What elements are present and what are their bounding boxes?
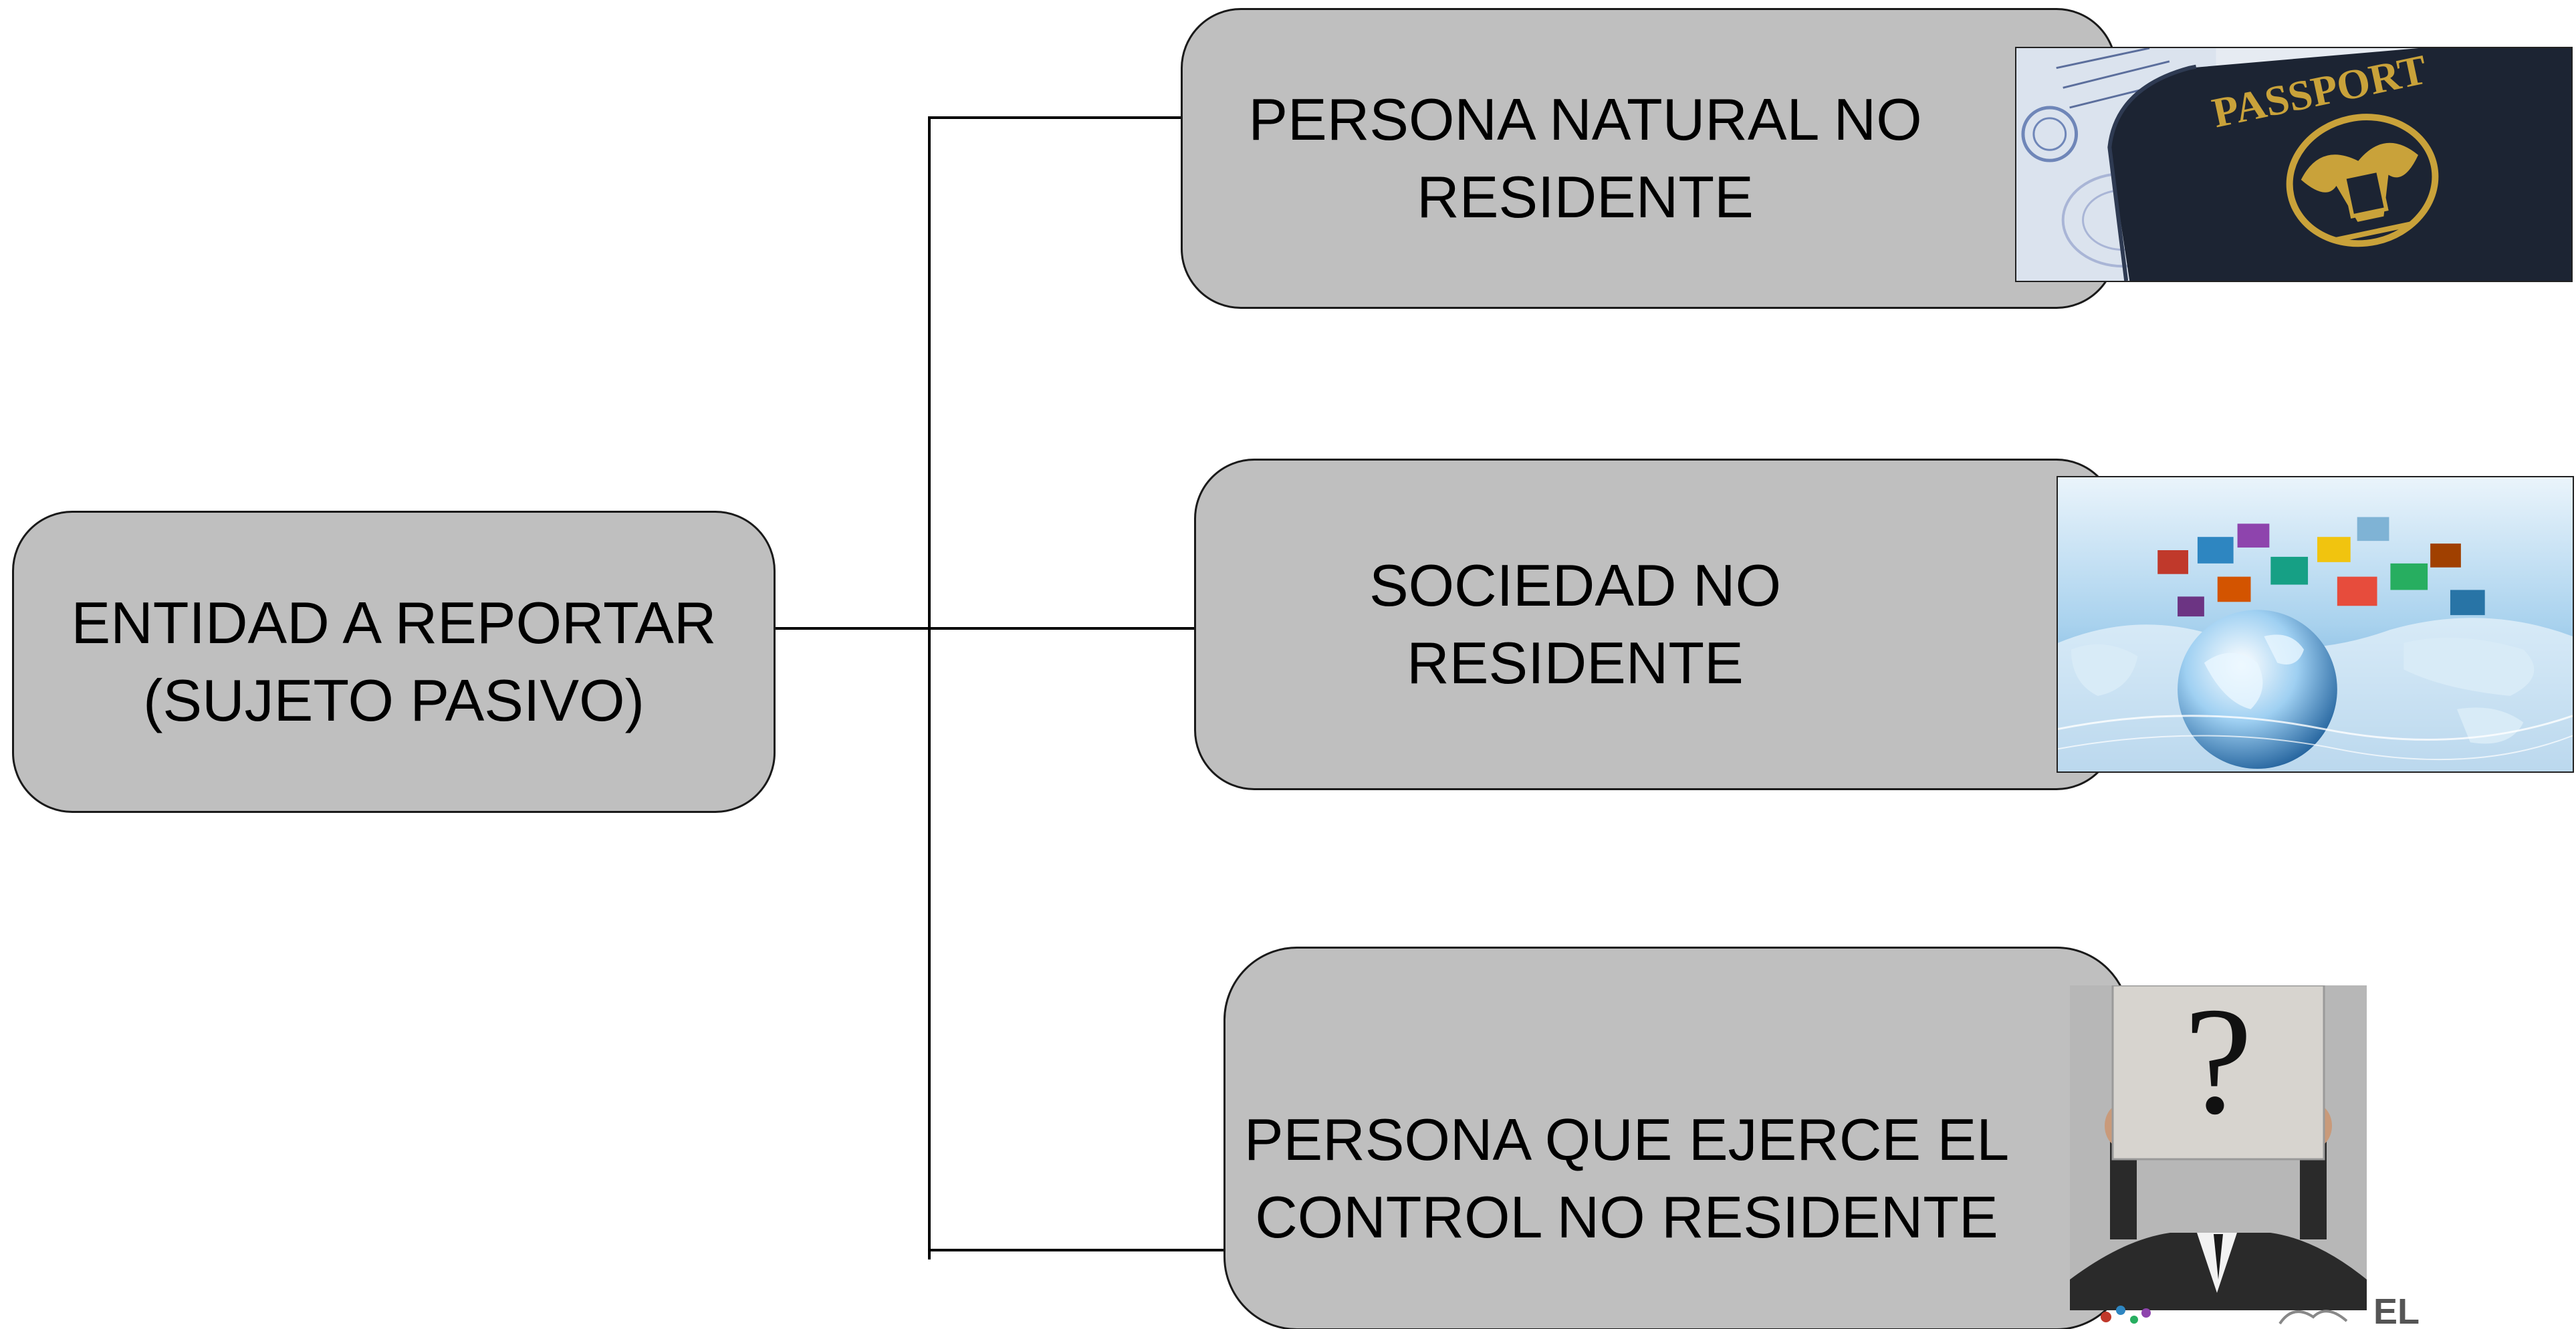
footer-logo-text: EL xyxy=(2373,1292,2420,1329)
child-node-box-sociedad: SOCIEDAD NO RESIDENTE xyxy=(1194,459,2117,790)
child-node-label-sociedad: SOCIEDAD NO RESIDENTE xyxy=(1369,552,1782,696)
passport-image: PASSPORT xyxy=(2015,47,2573,282)
connector-branch-2 xyxy=(928,627,1195,630)
child-node-label-persona-natural: PERSONA NATURAL NO RESIDENTE xyxy=(1248,86,1922,230)
footer-logo: EL xyxy=(2079,1290,2454,1329)
child-node-box-persona-control: PERSONA QUE EJERCE EL CONTROL NO RESIDEN… xyxy=(1223,947,2130,1329)
connector-branch-3 xyxy=(928,1249,1225,1251)
root-node-label: ENTIDAD A REPORTAR (SUJETO PASIVO) xyxy=(71,590,717,733)
connector-branch-1 xyxy=(928,116,1182,119)
world-map-globe-image xyxy=(2057,476,2574,773)
root-node-box: ENTIDAD A REPORTAR (SUJETO PASIVO) xyxy=(12,511,776,813)
question-sign-person-image: ? xyxy=(2070,985,2367,1310)
connector-trunk-vertical xyxy=(928,118,931,1259)
child-node-label-persona-control: PERSONA QUE EJERCE EL CONTROL NO RESIDEN… xyxy=(1244,1106,2010,1250)
connector-root-to-trunk xyxy=(774,627,931,630)
question-mark-text: ? xyxy=(2184,985,2252,1146)
child-node-box-persona-natural: PERSONA NATURAL NO RESIDENTE xyxy=(1181,8,2117,309)
